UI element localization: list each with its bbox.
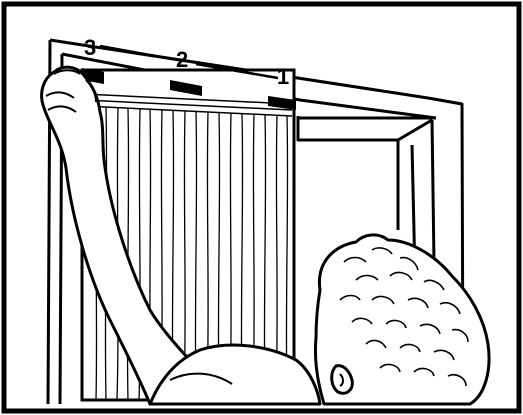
callout-1: 1	[277, 64, 289, 89]
callout-2: 2	[176, 47, 188, 72]
callout-3: 3	[84, 35, 96, 60]
